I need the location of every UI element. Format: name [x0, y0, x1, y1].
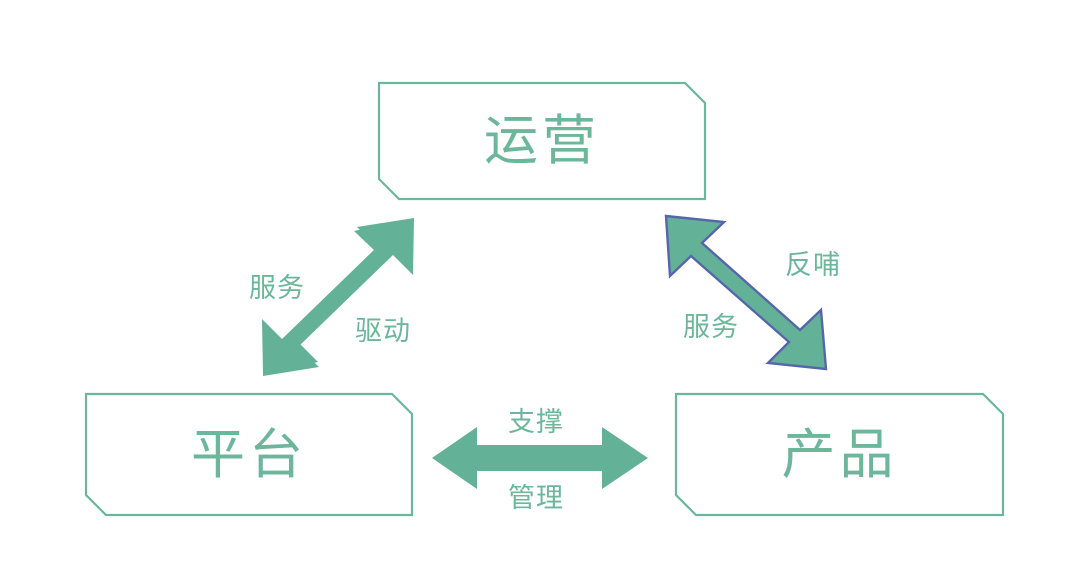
edge-label-feedback: 反哺 — [785, 250, 841, 281]
node-label-platform: 平台 — [191, 422, 307, 486]
node-product[interactable]: 产品 — [676, 394, 1003, 515]
edge-arrow-operations-product[interactable] — [664, 214, 828, 371]
edge-label-support: 支撑 — [508, 407, 564, 438]
edge-label-drive: 驱动 — [355, 316, 411, 347]
edge-label-service-left: 服务 — [249, 273, 305, 304]
node-shape-operations[interactable] — [377, 81, 707, 201]
node-label-operations: 运营 — [484, 109, 600, 172]
node-platform[interactable]: 平台 — [86, 394, 412, 515]
edge-label-manage: 管理 — [508, 483, 564, 514]
node-shape-platform[interactable] — [84, 392, 414, 517]
node-operations[interactable]: 运营 — [379, 83, 705, 199]
node-shape-product[interactable] — [674, 392, 1005, 517]
edge-arrow-platform-operations[interactable] — [262, 218, 414, 376]
edge-arrow-platform-product[interactable] — [432, 427, 648, 489]
node-label-product: 产品 — [781, 422, 898, 486]
edge-label-service-right: 服务 — [683, 312, 739, 343]
